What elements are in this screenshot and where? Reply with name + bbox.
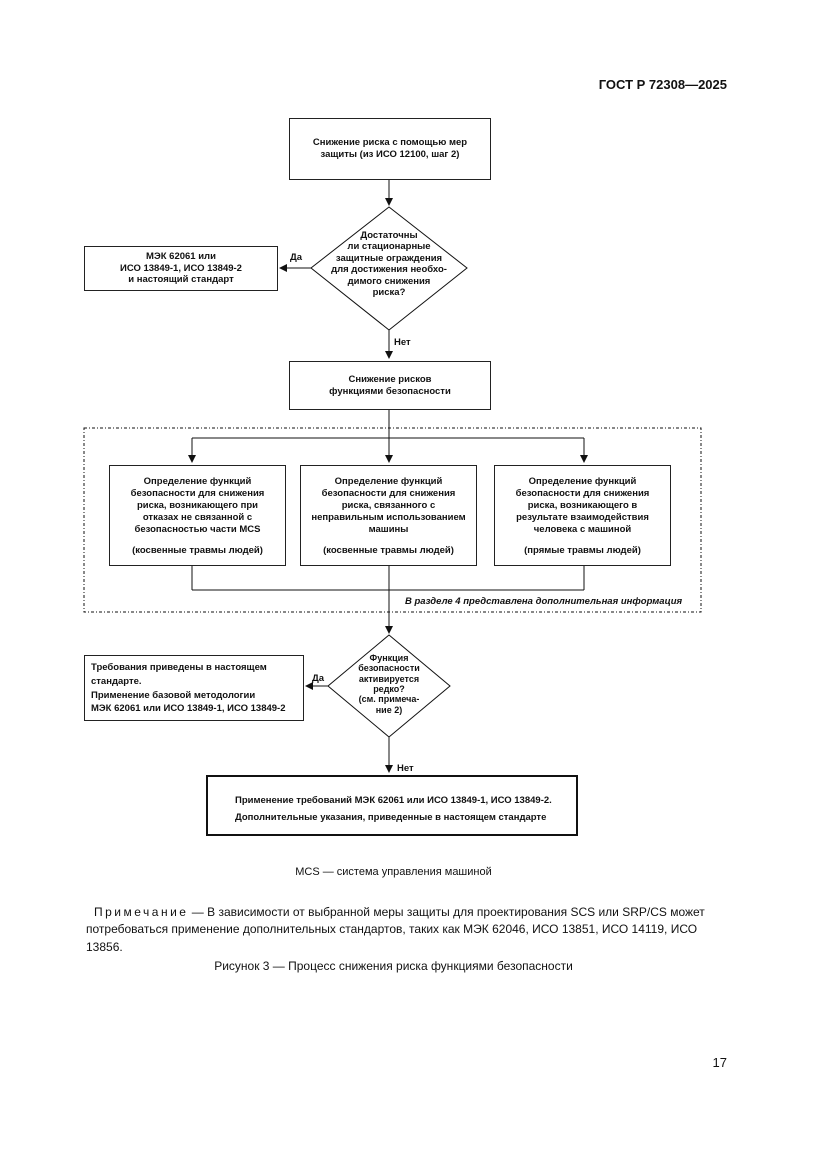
yes1-box-line: ИСО 13849-1, ИСО 13849-2 [120, 262, 242, 274]
branch-left-line: риска, возникающего при [136, 499, 259, 511]
yes2-box: Требования приведены в настоящем стандар… [84, 655, 304, 721]
branch-mid-line: Определение функций [334, 476, 443, 487]
decision1-line: защитные ограждения [335, 252, 443, 264]
decision2-line: ние 2) [375, 704, 403, 715]
note-text: — В зависимости от выбранной меры защиты… [86, 905, 705, 954]
branch-right-box: Определение функций безопасности для сни… [494, 465, 671, 566]
yes1-label: Да [290, 252, 303, 263]
document-header: ГОСТ Р 72308—2025 [598, 77, 727, 92]
decision1-line: для достижения необхо- [331, 264, 447, 276]
branch-left-box: Определение функций безопасности для сни… [109, 465, 286, 566]
decision1-line: ли стационарные [347, 241, 431, 253]
branch-right-line: безопасности для снижения [515, 487, 650, 499]
yes2-box-line: Применение базовой методологии [91, 689, 256, 701]
note-label: Примечание [94, 905, 189, 919]
decision2-line: Функция [369, 653, 409, 663]
branch-left-line: отказах не связанной с [142, 511, 253, 523]
start-line2: защиты (из ИСО 12100, шаг 2) [320, 149, 460, 160]
branch-mid-line: неправильным использованием [311, 511, 466, 523]
branch-right-line: результате взаимодействия [516, 511, 649, 523]
yes1-box-line: и настоящий стандарт [128, 274, 234, 286]
branch-left-line: безопасности для снижения [130, 487, 265, 499]
group-dashed-frame [83, 427, 702, 613]
branch-right-tag: (прямые травмы людей) [524, 545, 641, 557]
decision2-line: редко? [373, 684, 405, 695]
branch-left-tag: (косвенные травмы людей) [132, 545, 263, 557]
branch-right-line: человека с машиной [533, 523, 632, 535]
yes2-box-line: Требования приведены в настоящем [91, 662, 267, 673]
decision2-line: активируется [358, 673, 420, 684]
no2-label: Нет [397, 763, 414, 774]
note-paragraph: Примечание — В зависимости от выбранной … [86, 904, 736, 956]
start-box: Снижение риска с помощью мер защиты (из … [289, 118, 491, 180]
branch-right-line: Определение функций [528, 476, 637, 487]
legend: MCS — система управления машиной [295, 866, 492, 878]
yes2-box-line: МЭК 62061 или ИСО 13849-1, ИСО 13849-2 [91, 703, 286, 715]
decision2-line: безопасности [358, 663, 420, 674]
branch-mid-box: Определение функций безопасности для сни… [300, 465, 477, 566]
yes2-label: Да [312, 673, 325, 684]
branch-left-line: Определение функций [143, 476, 252, 487]
yes1-box-line: МЭК 62061 или [146, 250, 216, 262]
decision2-line: (см. примеча- [358, 694, 420, 705]
branch-mid-tag: (косвенные травмы людей) [323, 545, 454, 557]
page-number: 17 [712, 1055, 727, 1070]
branch-right-line: риска, возникающего в [527, 499, 638, 511]
decision1-line: риска? [372, 286, 406, 298]
group-note: В разделе 4 представлена дополнительная … [405, 596, 683, 607]
yes2-box-line: стандарте. [91, 675, 142, 687]
final-box: Применение требований МЭК 62061 или ИСО … [206, 775, 578, 836]
final-line2: Дополнительные указания, приведенные в н… [235, 811, 547, 823]
branch-mid-line: безопасности для снижения [321, 487, 456, 499]
branch-left-line: безопасностью части MCS [134, 523, 261, 535]
branch-mid-line: машины [368, 523, 409, 535]
reduce-risk-box: Снижение рисков функциями безопасности [289, 361, 491, 410]
decision1-line: димого снижения [347, 275, 431, 287]
yes1-box: МЭК 62061 или ИСО 13849-1, ИСО 13849-2 и… [84, 246, 278, 291]
branch-mid-line: риска, связанного с [341, 499, 436, 511]
no1-label: Нет [394, 337, 411, 348]
figure-caption: Рисунок 3 — Процесс снижения риска функц… [214, 959, 573, 973]
decision1-text: Достаточны ли стационарные защитные огра… [311, 230, 467, 298]
decision2-text: Функция безопасности активируется редко?… [341, 653, 437, 715]
reduce-line1: Снижение рисков [348, 373, 432, 385]
decision1-line: Достаточны [360, 230, 418, 241]
final-line1: Применение требований МЭК 62061 или ИСО … [235, 795, 552, 806]
start-line1: Снижение риска с помощью мер [312, 137, 468, 149]
reduce-line2: функциями безопасности [329, 385, 451, 397]
